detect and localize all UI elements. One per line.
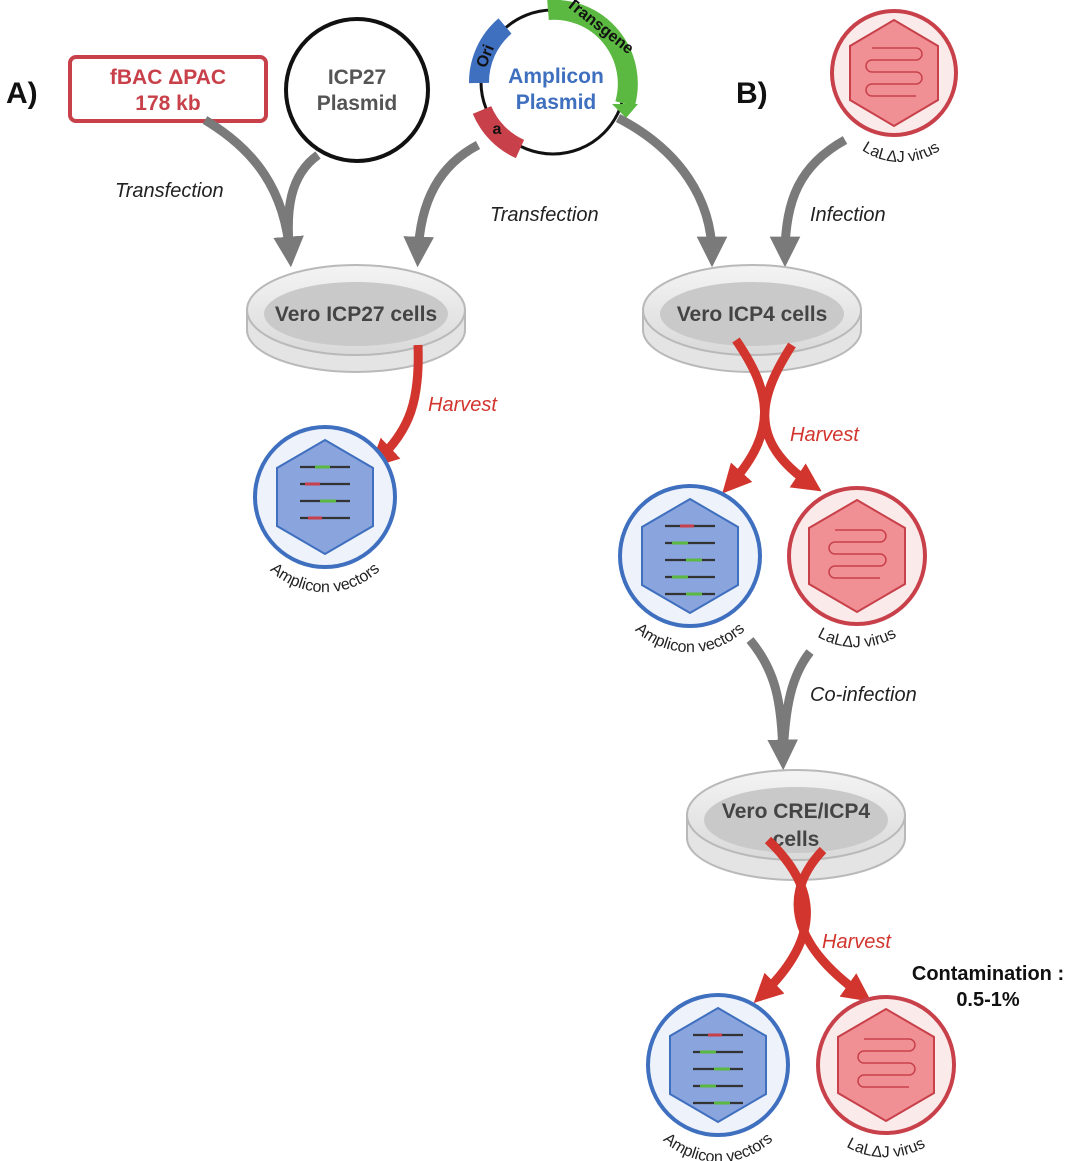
harvest-arrows [369, 337, 872, 1003]
amplicon-plasmid-line1: Amplicon [508, 65, 604, 88]
icp27-plasmid-line1: ICP27 [328, 66, 386, 89]
harvest-b1-label: Harvest [790, 424, 860, 446]
dish-vero-icp4-label: Vero ICP4 cells [677, 303, 828, 326]
dish-vero-cre-label-line1: Vero CRE/ICP4 [722, 800, 871, 823]
ori-segment [468, 18, 512, 84]
helper-virus-top: LaLΔJ virus [830, 9, 958, 166]
dish-vero-icp27-label: Vero ICP27 cells [275, 303, 437, 326]
grey-arrows [202, 114, 848, 771]
harvest-a-label: Harvest [428, 394, 498, 416]
amplicon-plasmid-line2: Plasmid [516, 91, 597, 114]
infection-label: Infection [810, 204, 886, 226]
transgene-segment [547, 0, 638, 107]
amplicon-vector-a: Amplicon vectors [253, 425, 397, 596]
a-segment [472, 105, 525, 159]
fbac-label-line2: 178 kb [135, 92, 200, 115]
contamination-line1: Contamination : [912, 963, 1064, 985]
icp27-plasmid-line2: Plasmid [317, 92, 398, 115]
fbac-label-line1: fBAC ΔPAC [110, 66, 226, 89]
icp27-plasmid: ICP27 Plasmid [284, 17, 430, 163]
helper-virus-b2-label: LaLΔJ virus [844, 1135, 928, 1161]
amplicon-vector-b2: Amplicon vectors [646, 993, 790, 1161]
panel-label-a: A) [6, 77, 38, 110]
dish-vero-cre-icp4: Vero CRE/ICP4 cells [686, 769, 906, 881]
a-label: a [493, 121, 502, 138]
fbac-box: fBAC ΔPAC 178 kb [68, 55, 268, 123]
helper-virus-b1-label: LaLΔJ virus [815, 625, 899, 651]
transfection-b-label: Transfection [490, 204, 599, 226]
helper-virus-b2: LaLΔJ virus [816, 995, 956, 1161]
harvest-b2-label: Harvest [822, 931, 892, 953]
amplicon-vector-b1: Amplicon vectors [618, 484, 762, 656]
transfection-a-label: Transfection [115, 180, 224, 202]
panel-label-b: B) [736, 77, 768, 110]
dish-vero-icp27: Vero ICP27 cells [246, 264, 466, 373]
amplicon-plasmid: Ori Transgene a Amplicon Plasmid [468, 0, 638, 159]
helper-virus-b1: LaLΔJ virus [787, 486, 927, 651]
co-infection-label: Co-infection [810, 684, 917, 706]
dish-vero-icp4: Vero ICP4 cells [642, 264, 862, 373]
dish-vero-cre-label-line2: cells [773, 828, 820, 851]
contamination-line2: 0.5-1% [956, 989, 1020, 1011]
helper-virus-top-label: LaLΔJ virus [859, 139, 942, 166]
